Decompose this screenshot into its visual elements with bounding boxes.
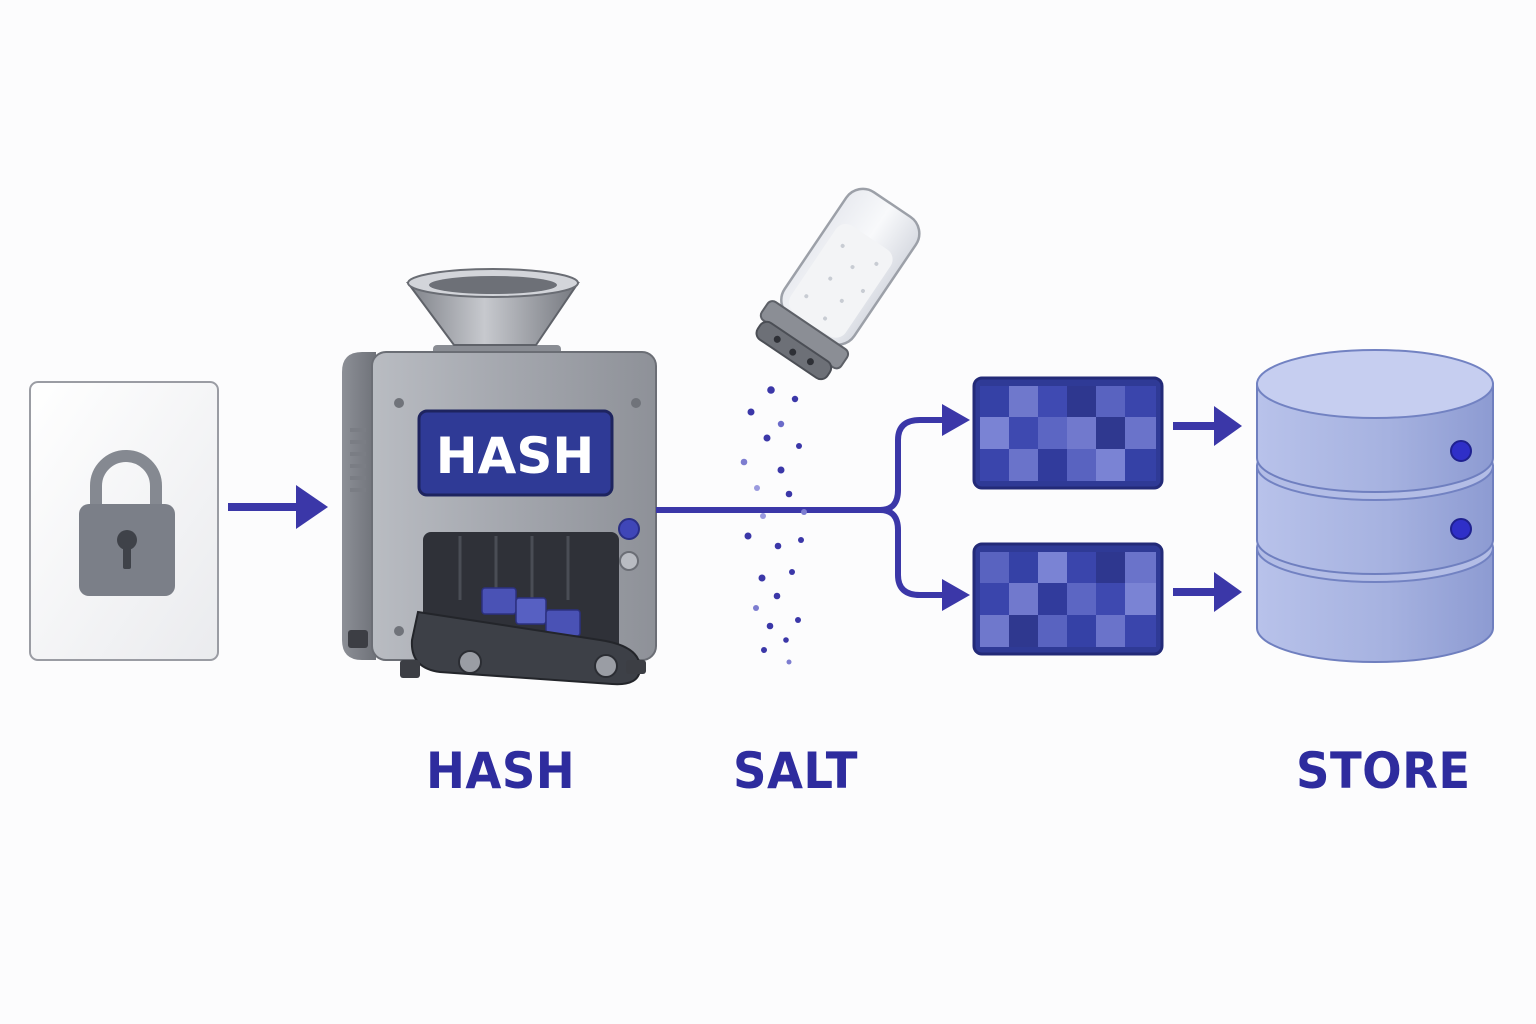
hashed-block-bottom <box>972 542 1164 656</box>
salt-particles <box>740 386 807 665</box>
salt-label: SALT <box>733 742 858 800</box>
arrow-head-top <box>942 404 970 436</box>
salt-shaker-icon <box>755 187 921 381</box>
database-icon <box>1256 349 1494 663</box>
hashed-block-top <box>972 376 1164 490</box>
arrow-block-bottom-to-store <box>1173 572 1242 612</box>
machine-plate-text: HASH <box>436 427 594 485</box>
arrow-password-to-hash <box>228 485 328 529</box>
store-label: STORE <box>1296 742 1471 800</box>
output-connector <box>656 417 946 598</box>
arrow-block-top-to-store <box>1173 406 1242 446</box>
hash-label: HASH <box>426 742 576 800</box>
padlock-icon <box>79 450 175 596</box>
hash-machine-icon: HASH <box>342 268 657 686</box>
arrow-head-bottom <box>942 579 970 611</box>
